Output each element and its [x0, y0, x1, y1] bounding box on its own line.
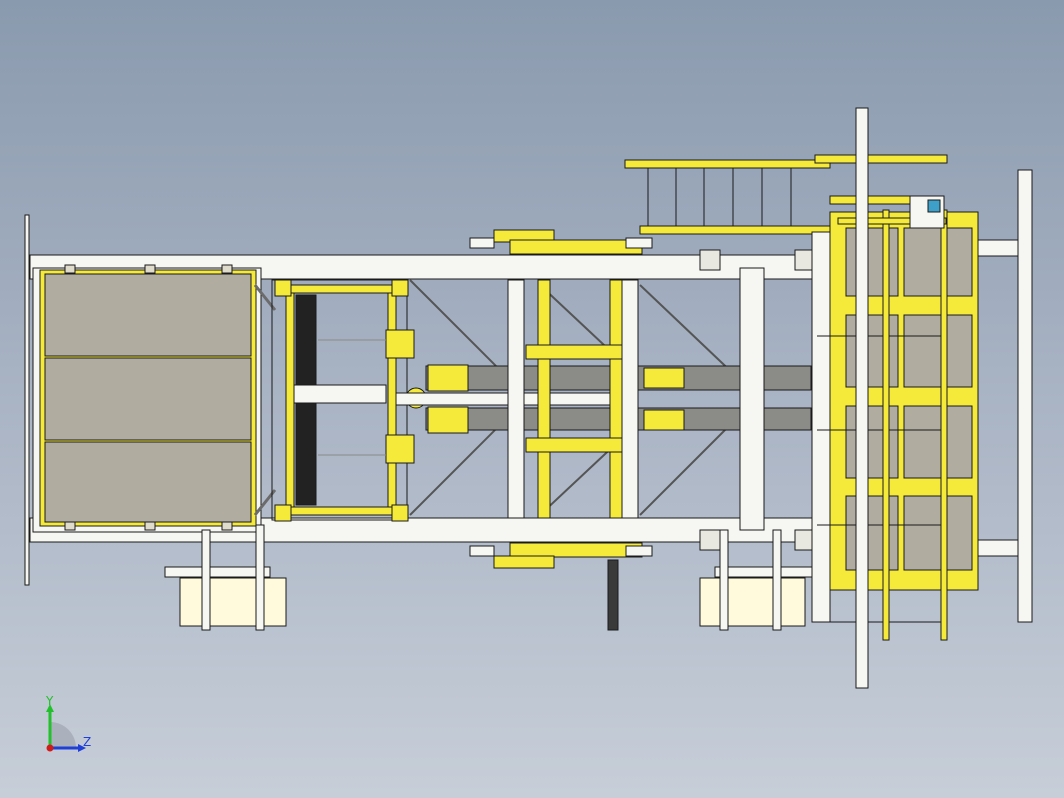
right-support-leg	[699, 529, 816, 631]
coordinate-triad-icon: Y Z	[45, 694, 91, 752]
cad-model-assembly[interactable]	[24, 107, 1033, 689]
far-right-column	[977, 169, 1033, 623]
bottom-clamp-assembly	[469, 542, 653, 631]
y-axis-label: Y	[45, 694, 54, 708]
left-support-leg	[164, 524, 287, 631]
z-axis-label: Z	[83, 735, 91, 749]
vertical-columns	[507, 267, 765, 531]
top-clamp-assembly	[469, 229, 653, 255]
center-yellow-carriage	[525, 279, 623, 519]
platform-railing	[814, 154, 948, 229]
x-axis-origin-icon	[46, 744, 54, 752]
hydraulic-cylinders	[427, 364, 685, 434]
top-ladder-walkway	[624, 159, 831, 235]
right-work-platform	[811, 209, 979, 641]
left-deck	[32, 264, 262, 533]
platform-vertical-post	[855, 107, 869, 689]
yellow-carriage-frame	[271, 279, 427, 522]
left-end-plate	[24, 214, 30, 586]
